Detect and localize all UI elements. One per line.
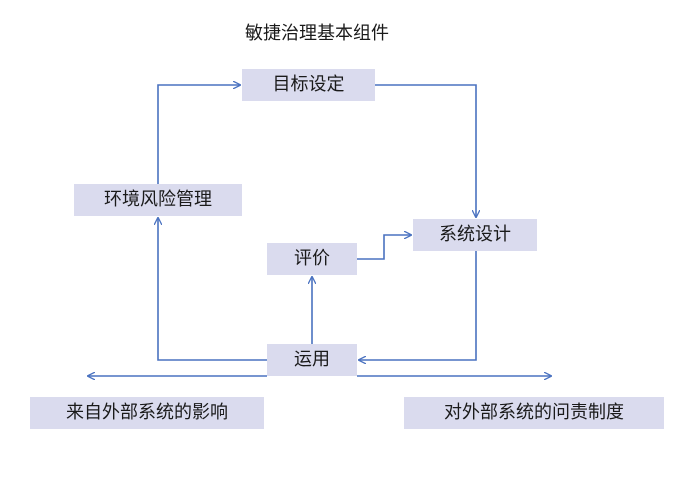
node-goal-setting: 目标设定: [242, 69, 375, 101]
arrow-system-design-to-apply: [359, 251, 477, 360]
node-env-risk-management: 环境风险管理: [74, 184, 242, 216]
node-evaluation: 评价: [267, 243, 357, 275]
arrow-apply-to-risk: [158, 218, 267, 361]
node-external-accountability: 对外部系统的问责制度: [404, 397, 664, 429]
node-application: 运用: [267, 344, 357, 376]
node-external-impact: 来自外部系统的影响: [30, 397, 264, 429]
arrow-evaluation-to-system-design: [357, 235, 411, 260]
arrow-risk-to-goal: [157, 85, 240, 184]
arrow-goal-to-system-design: [375, 84, 476, 217]
diagram-title: 敏捷治理基本组件: [245, 23, 389, 44]
node-system-design: 系统设计: [413, 219, 537, 251]
